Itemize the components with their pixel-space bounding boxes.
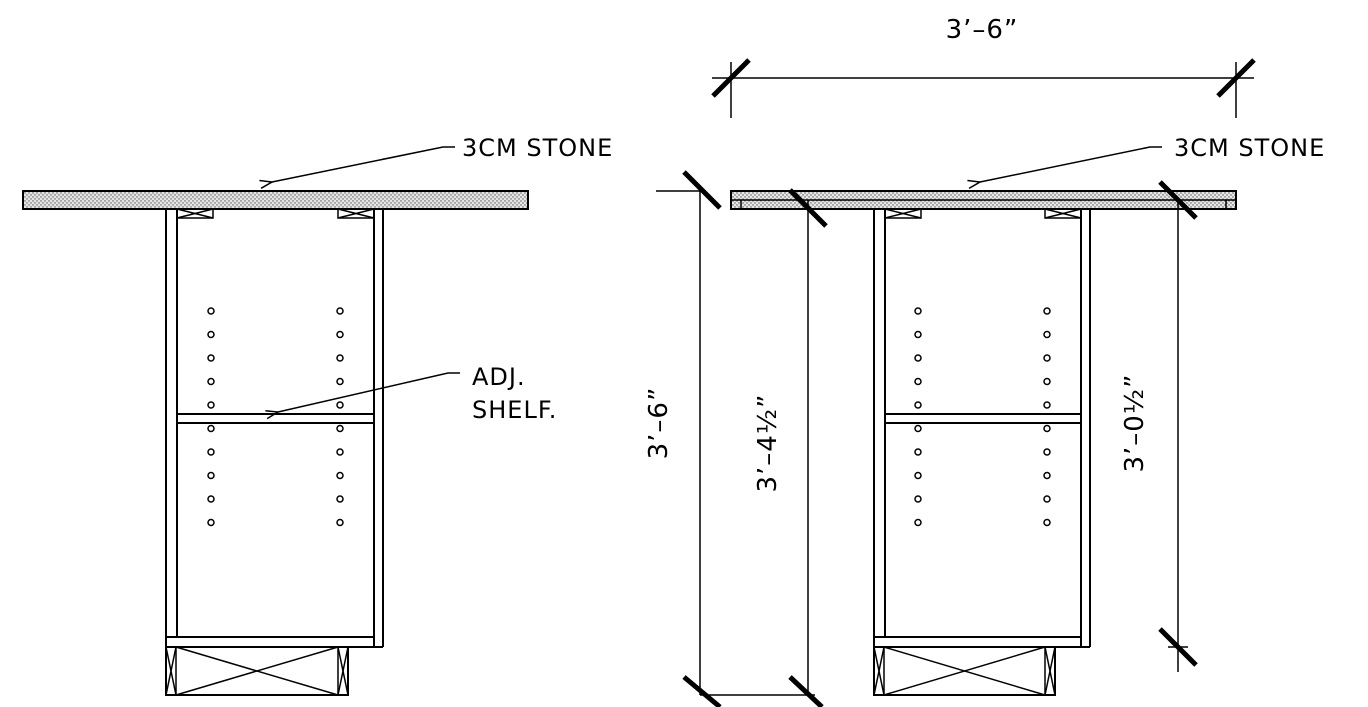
shelf-pin-hole: [207, 377, 215, 386]
dim-width-text: 3’–6”: [946, 15, 1019, 45]
shelf-pin-hole: [207, 330, 215, 339]
dim-base-height-text: 3’–4½”: [753, 393, 783, 492]
right-cabinet-box: [873, 209, 1091, 695]
left-shelf-leader: [278, 372, 460, 412]
shelf-pin-hole: [336, 495, 344, 503]
left-stone-leader: [272, 146, 455, 182]
shelf-pin-hole: [914, 330, 922, 339]
shelf-pin-hole: [914, 307, 922, 315]
left-adjustable-shelf: [176, 413, 375, 424]
dim-cabinet-height-text: 3’–0½”: [1120, 373, 1150, 472]
left-shelf-label-line2: SHELF.: [472, 396, 557, 424]
left-shelf-pin-holes: [207, 307, 344, 527]
shelf-pin-hole: [207, 495, 215, 503]
shelf-pin-hole: [207, 424, 215, 433]
shelf-pin-hole: [1043, 448, 1051, 456]
left-stone-countertop: [22, 190, 529, 210]
right-nailer-block-right: [1044, 208, 1082, 219]
shelf-pin-hole: [1043, 330, 1051, 339]
left-shelf-label-line1: ADJ.: [472, 363, 526, 391]
right-shelf-pin-holes: [914, 307, 1051, 527]
shelf-pin-hole: [336, 354, 344, 362]
shelf-pin-hole: [207, 307, 215, 315]
shelf-pin-hole: [914, 401, 922, 409]
left-toe-kick: [165, 646, 349, 696]
dim-total-height: 3’–6”: [644, 170, 722, 707]
dim-total-height-text: 3’–6”: [644, 387, 674, 460]
shelf-pin-hole: [207, 448, 215, 456]
dim-width-3-6: 3’–6”: [711, 15, 1256, 118]
shelf-pin-hole: [336, 377, 344, 386]
left-nailer-block-left: [176, 208, 214, 219]
shelf-pin-hole: [1043, 307, 1051, 315]
shelf-pin-hole: [207, 401, 215, 409]
left-stone-label: 3CM STONE: [462, 134, 613, 162]
right-nailer-block-left: [884, 208, 922, 219]
shelf-pin-hole: [336, 401, 344, 409]
shelf-pin-hole: [207, 518, 215, 527]
shelf-pin-hole: [914, 495, 922, 503]
shelf-pin-hole: [336, 330, 344, 339]
shelf-pin-hole: [914, 424, 922, 433]
right-stone-label: 3CM STONE: [1174, 134, 1325, 162]
right-stone-leader: [980, 146, 1162, 182]
shelf-pin-hole: [1043, 354, 1051, 362]
shelf-pin-hole: [336, 518, 344, 527]
shelf-pin-hole: [1043, 424, 1051, 433]
right-toe-kick: [873, 646, 1056, 696]
shelf-pin-hole: [1043, 377, 1051, 386]
shelf-pin-hole: [336, 471, 344, 480]
dim-cabinet-height: 3’–0½”: [1120, 180, 1198, 672]
shelf-pin-hole: [1043, 401, 1051, 409]
shelf-pin-hole: [1043, 471, 1051, 480]
shelf-pin-hole: [336, 424, 344, 433]
shelf-pin-hole: [336, 448, 344, 456]
shelf-pin-hole: [207, 354, 215, 362]
shelf-pin-hole: [914, 377, 922, 386]
shelf-pin-hole: [914, 471, 922, 480]
shelf-pin-hole: [914, 448, 922, 456]
shelf-pin-hole: [914, 518, 922, 527]
right-cabinet-section: 3CM STONE 3’–6” 3’–6” 3’–4½”: [644, 15, 1325, 707]
left-cabinet-box: [165, 209, 384, 695]
left-nailer-block-right: [337, 208, 375, 219]
shelf-pin-hole: [1043, 518, 1051, 527]
shelf-pin-hole: [1043, 495, 1051, 503]
right-adjustable-shelf: [884, 413, 1082, 424]
dim-base-height: 3’–4½”: [700, 188, 828, 707]
shelf-pin-hole: [336, 307, 344, 315]
left-cabinet-section: 3CM STONE ADJ. SHELF.: [22, 134, 613, 696]
shelf-pin-hole: [914, 354, 922, 362]
shelf-pin-hole: [207, 471, 215, 480]
